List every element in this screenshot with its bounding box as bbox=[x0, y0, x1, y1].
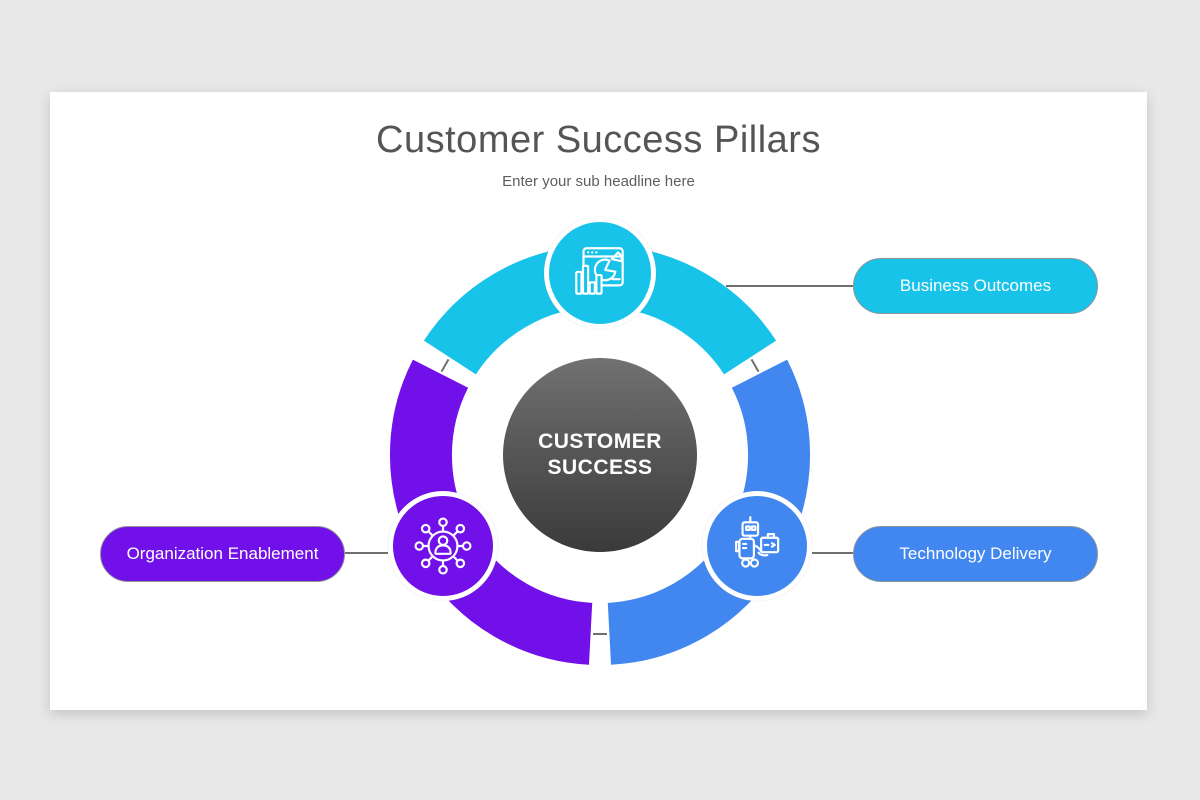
pill-organization-enablement: Organization Enablement bbox=[100, 526, 345, 582]
pill-business-outcomes: Business Outcomes bbox=[853, 258, 1098, 314]
delivery-robot-icon bbox=[735, 516, 780, 568]
pill-technology-delivery: Technology Delivery bbox=[853, 526, 1098, 582]
pill-label: Technology Delivery bbox=[899, 544, 1052, 563]
analytics-dashboard-icon bbox=[575, 247, 624, 295]
icon-circle-organization-enablement bbox=[388, 491, 498, 601]
page-subtitle: Enter your sub headline here bbox=[502, 173, 695, 190]
pill-label: Business Outcomes bbox=[899, 276, 1052, 295]
center-circle: CUSTOMER SUCCESS bbox=[503, 358, 697, 552]
pill-label: Organization Enablement bbox=[126, 544, 319, 563]
slide-canvas: Customer Success Pillars Enter your sub … bbox=[50, 92, 1147, 710]
center-circle-label: CUSTOMER SUCCESS bbox=[538, 429, 662, 479]
page-title: Customer Success Pillars bbox=[376, 119, 821, 161]
gap-tick-right bbox=[750, 358, 760, 373]
icon-circle-technology-delivery bbox=[702, 491, 812, 601]
icon-circle-business-outcomes bbox=[544, 217, 656, 329]
people-network-icon bbox=[414, 517, 472, 575]
gap-tick-left bbox=[440, 358, 450, 373]
